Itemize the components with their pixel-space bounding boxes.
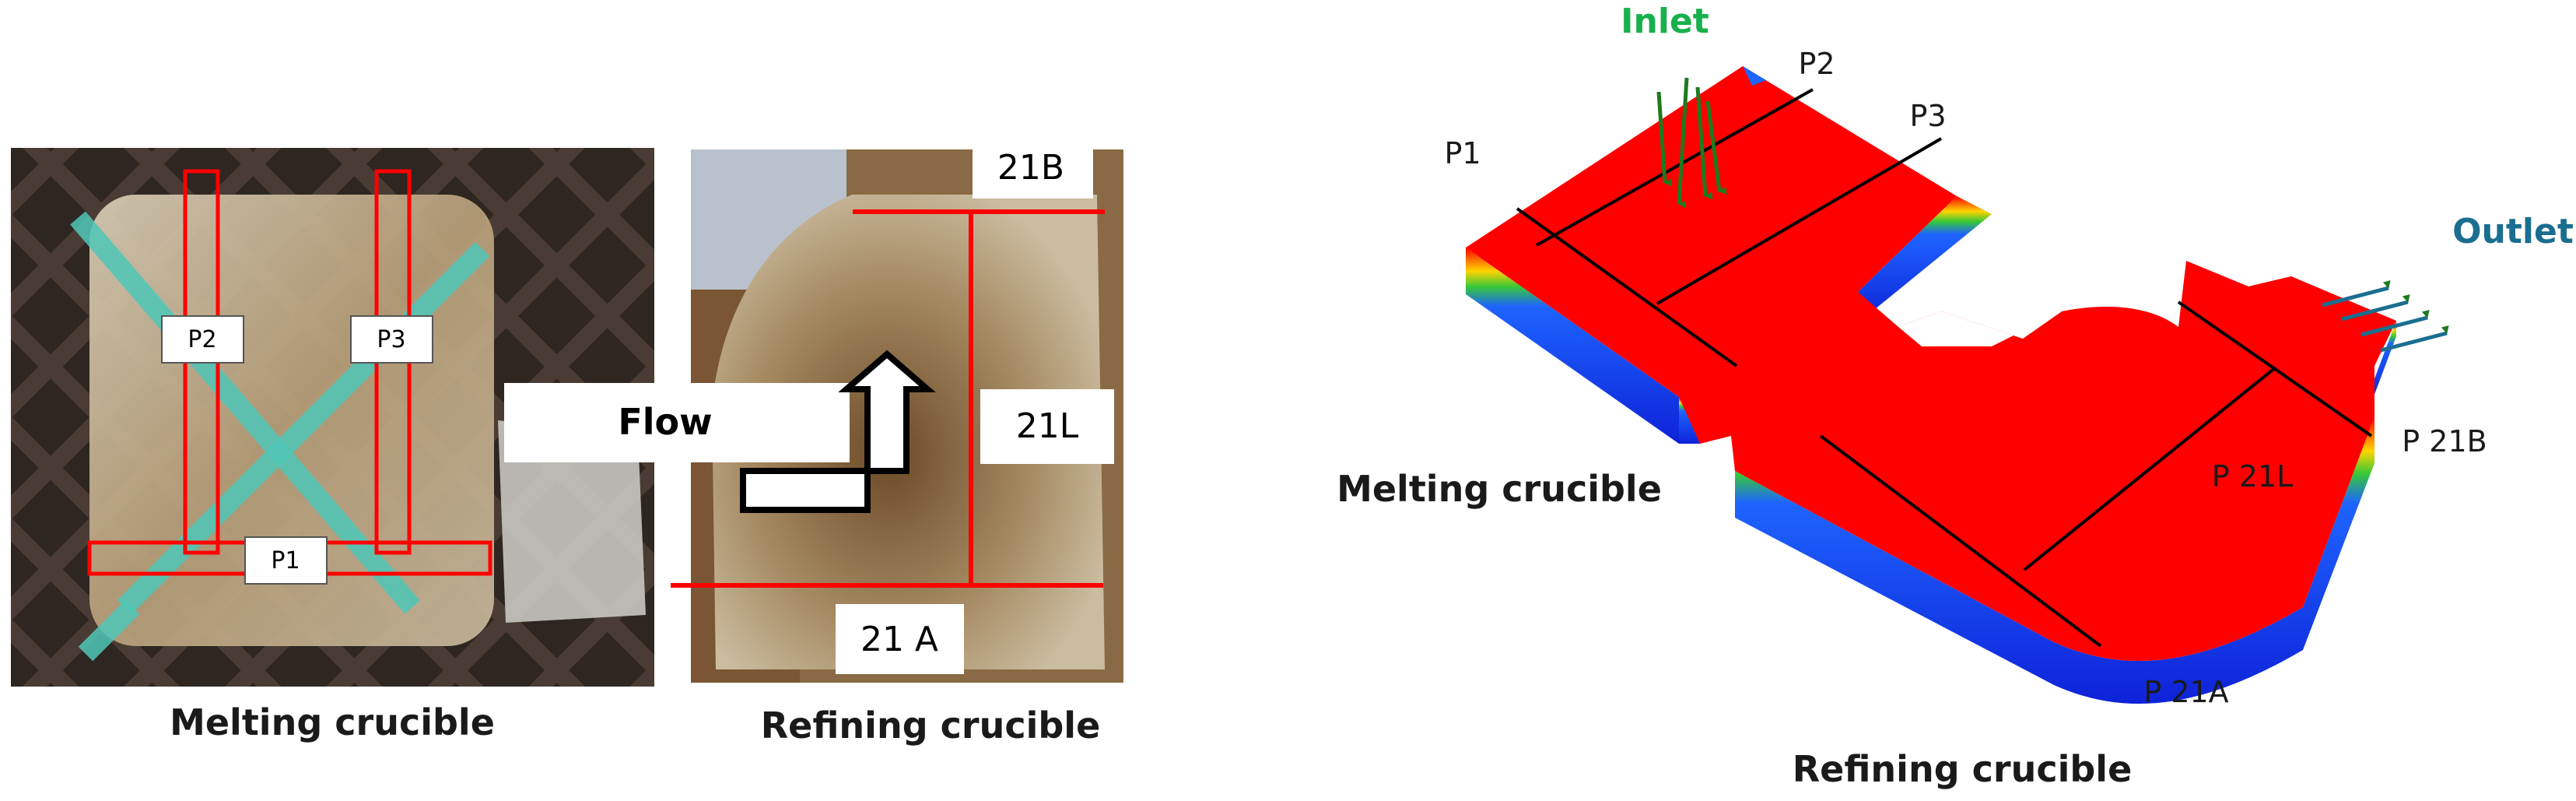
foil-sheet (498, 420, 646, 623)
label-tag-21a (836, 604, 964, 674)
melting-top-face (1466, 66, 2396, 662)
simulation-model (1466, 66, 2449, 704)
label-tag-p1 (244, 536, 328, 585)
outlet-arrow (2380, 325, 2449, 353)
outlet-arrow (2360, 310, 2430, 337)
inlet-label: Inlet (1621, 2, 1709, 41)
section-line-p3 (1656, 137, 1943, 305)
refining-crucible-photo: 21B 21L 21 A Flow (504, 136, 1123, 683)
channel-gap (1898, 311, 2062, 346)
melting-side-face (1466, 248, 1679, 444)
label-p1: P1 (271, 547, 300, 574)
model-label-p21a: P 21A (2143, 675, 2228, 709)
label-21l: 21L (1016, 406, 1079, 446)
inlet-arrow (1695, 86, 1713, 200)
model-melting-label: Melting crucible (1337, 468, 1662, 510)
outlet-side-face (2373, 321, 2396, 399)
tape-strip (78, 599, 140, 662)
label-tag-p3 (350, 315, 433, 364)
refining-crucible-caption: Refining crucible (761, 704, 1101, 747)
model-label-p21l: P 21L (2212, 459, 2294, 494)
label-p3: P3 (377, 326, 405, 353)
label-p2: P2 (188, 326, 216, 353)
model-label-p3: P3 (1909, 99, 1946, 133)
flow-label: Flow (618, 401, 712, 443)
feed-channel-side (1858, 196, 1992, 323)
section-line-p21l (2023, 366, 2277, 571)
label-tag-p2 (161, 315, 244, 364)
model-refining-label: Refining crucible (1793, 748, 2133, 790)
inlet-arrow (1705, 100, 1727, 195)
label-21a: 21 A (860, 620, 938, 659)
model-label-p21b: P 21B (2402, 424, 2487, 458)
label-tag-21l (980, 389, 1114, 464)
inlet-corner-gradient (1743, 66, 1766, 86)
inlet-arrow (1656, 91, 1673, 187)
label-21b: 21B (997, 148, 1064, 188)
section-line-p2 (1536, 88, 1814, 247)
refining-side-face (1735, 416, 2374, 704)
section-line-p21a (1819, 434, 2102, 648)
model-label-p2: P2 (1798, 47, 1835, 81)
flow-arrow (740, 350, 936, 513)
outlet-arrow (2341, 294, 2410, 321)
flow-banner (504, 383, 850, 462)
outlet-label: Outlet (2452, 212, 2574, 251)
model-label-p1: P1 (1444, 136, 1481, 170)
outlet-arrow (2322, 280, 2391, 307)
inlet-arrow (1677, 77, 1689, 209)
label-tag-21b (973, 136, 1093, 198)
melting-crucible-caption: Melting crucible (170, 701, 495, 743)
